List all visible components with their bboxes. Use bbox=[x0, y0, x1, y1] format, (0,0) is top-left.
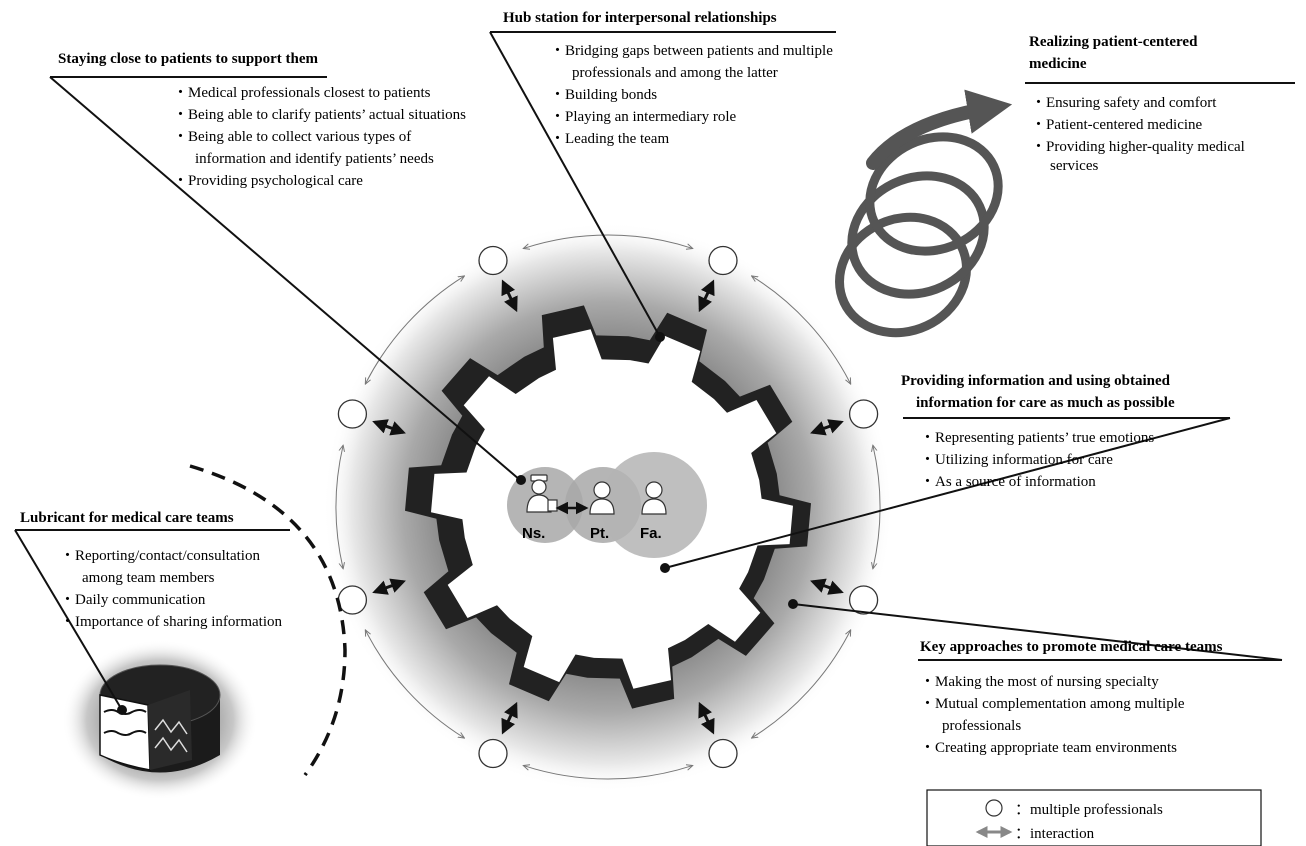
lubricant-item: ・Importance of sharing information bbox=[60, 614, 283, 630]
patient-label: Pt. bbox=[590, 525, 609, 542]
interaction-arc bbox=[335, 446, 343, 568]
lubricant-item: ・Reporting/contact/consultation bbox=[60, 548, 260, 564]
lubricant-item: among team members bbox=[82, 570, 215, 586]
staying-close-title: Staying close to patients to support the… bbox=[58, 51, 319, 67]
providing-info-item: ・Representing patients’ true emotions bbox=[920, 430, 1154, 446]
legend-professionals: ：multiple professionals bbox=[1015, 802, 1163, 818]
interaction-arc bbox=[752, 631, 850, 738]
professional-circle-icon bbox=[848, 585, 879, 615]
double-arrow-icon bbox=[372, 419, 406, 436]
providing-info-title: information for care as much as possible bbox=[916, 395, 1175, 411]
professional-circle-icon bbox=[337, 585, 368, 615]
interaction-arc bbox=[366, 631, 464, 738]
key-approaches-item: ・Making the most of nursing specialty bbox=[920, 674, 1159, 690]
professional-circle-icon bbox=[337, 399, 368, 429]
double-arrow-icon bbox=[698, 701, 715, 735]
staying-close-item: ・Providing psychological care bbox=[173, 173, 363, 189]
lubricant-title: Lubricant for medical care teams bbox=[20, 510, 234, 526]
dashed-boundary bbox=[189, 464, 347, 777]
professional-circle-icon bbox=[708, 245, 738, 276]
interaction-arc bbox=[873, 446, 881, 568]
key-approaches-item: ・Creating appropriate team environments bbox=[920, 740, 1177, 756]
providing-info-item: ・Utilizing information for care bbox=[920, 452, 1113, 468]
interaction-arc bbox=[524, 766, 692, 780]
interaction-arc bbox=[524, 234, 692, 248]
patient-icon bbox=[589, 481, 615, 515]
interaction-arc bbox=[752, 276, 850, 383]
realizing-item: ・Providing higher-quality medical bbox=[1031, 139, 1245, 155]
nurse-label: Ns. bbox=[522, 525, 545, 542]
double-arrow-icon bbox=[698, 279, 715, 313]
staying-close-item: ・Being able to clarify patients’ actual … bbox=[173, 107, 466, 123]
cake-icon bbox=[62, 640, 258, 800]
hub-station-item: professionals and among the latter bbox=[572, 65, 778, 81]
hub-station-title: Hub station for interpersonal relationsh… bbox=[503, 10, 777, 26]
section-key-approaches: Key approaches to promote medical care t… bbox=[920, 639, 1223, 756]
staying-close-item: information and identify patients’ needs bbox=[195, 151, 434, 167]
interaction-arc bbox=[366, 276, 464, 383]
nurse-icon bbox=[526, 474, 558, 513]
hub-station-item: ・Playing an intermediary role bbox=[550, 109, 737, 125]
family-icon bbox=[641, 481, 667, 515]
double-arrow-icon bbox=[810, 578, 844, 595]
care-center: Ns. Pt. Fa. bbox=[507, 452, 707, 558]
professional-circle-icon bbox=[708, 738, 738, 769]
legend: ：multiple professionals ：interaction bbox=[926, 789, 1262, 846]
lubricant-item: ・Daily communication bbox=[60, 592, 206, 608]
key-approaches-item: professionals bbox=[942, 718, 1021, 734]
realizing-item: ・Ensuring safety and comfort bbox=[1031, 95, 1217, 111]
legend-interaction: ：interaction bbox=[1015, 826, 1095, 842]
providing-info-item: ・As a source of information bbox=[920, 474, 1096, 490]
professional-circle-icon bbox=[478, 738, 508, 769]
section-hub-station: Hub station for interpersonal relationsh… bbox=[503, 10, 833, 147]
realizing-title: medicine bbox=[1029, 56, 1087, 72]
staying-close-item: ・Being able to collect various types of bbox=[173, 129, 411, 145]
spiral-arrow-icon bbox=[835, 89, 1013, 338]
double-arrow-icon bbox=[810, 419, 844, 436]
professional-circle-icon bbox=[478, 245, 508, 276]
family-label: Fa. bbox=[640, 525, 662, 542]
hub-station-item: ・Bridging gaps between patients and mult… bbox=[550, 43, 833, 59]
staying-close-item: ・Medical professionals closest to patien… bbox=[173, 85, 431, 101]
section-providing-info: Providing information and using obtained… bbox=[901, 373, 1175, 490]
realizing-title: Realizing patient-centered bbox=[1029, 34, 1198, 50]
double-arrow-icon bbox=[501, 701, 518, 735]
section-staying-close: Staying close to patients to support the… bbox=[58, 51, 466, 189]
hub-station-item: ・Building bonds bbox=[550, 87, 657, 103]
double-arrow-icon bbox=[501, 279, 518, 313]
realizing-item: ・Patient-centered medicine bbox=[1031, 117, 1203, 133]
interaction-arrows bbox=[372, 279, 844, 735]
section-lubricant: Lubricant for medical care teams ・Report… bbox=[20, 510, 283, 630]
key-approaches-title: Key approaches to promote medical care t… bbox=[920, 639, 1223, 655]
realizing-item: services bbox=[1050, 158, 1098, 174]
callout-pointers bbox=[14, 31, 1295, 711]
interaction-ring bbox=[335, 234, 881, 780]
legend-circle-icon bbox=[985, 799, 1003, 817]
professional-circles bbox=[337, 245, 879, 769]
professional-circle-icon bbox=[848, 399, 879, 429]
pointer-dots bbox=[117, 332, 798, 715]
section-realizing: Realizing patient-centered medicine ・Ens… bbox=[1029, 34, 1245, 174]
key-approaches-item: ・Mutual complementation among multiple bbox=[920, 696, 1185, 712]
hub-station-item: ・Leading the team bbox=[550, 131, 669, 147]
double-arrow-icon bbox=[372, 578, 406, 595]
providing-info-title: Providing information and using obtained bbox=[901, 373, 1171, 389]
